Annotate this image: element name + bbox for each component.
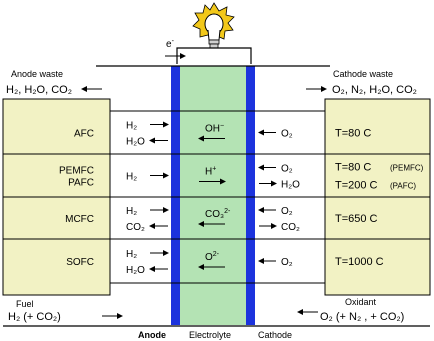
temperature-label: T=1000 C	[335, 256, 384, 268]
temperature-label: T=80 C	[335, 128, 371, 140]
anode-species-label: H₂	[126, 121, 137, 132]
ion-label: O2-	[205, 251, 220, 263]
anode-species-label: H₂	[126, 249, 137, 260]
ion-label: H+	[205, 166, 216, 178]
anode-waste-species: H₂, H₂O, CO₂	[6, 84, 72, 96]
external-circuit-wire	[176, 47, 252, 64]
anode-waste-label: Anode waste	[11, 69, 63, 79]
fuel-species: H₂ (+ CO₂)	[8, 311, 61, 323]
fuel-cell-type-label: AFC	[74, 129, 94, 140]
light-bulb-icon	[192, 2, 235, 49]
anode-species-label: CO₂	[126, 222, 145, 233]
row-separators	[3, 110, 430, 284]
electrolyte-region	[180, 66, 246, 325]
anode-species-label: H₂	[126, 172, 137, 183]
oxidant-label: Oxidant	[345, 297, 377, 307]
fuel-label: Fuel	[16, 299, 34, 309]
ion-label: OH−	[205, 123, 224, 135]
fuel-cell-type-label: PEMFC	[59, 166, 94, 177]
cathode-species-label: O₂	[281, 257, 293, 268]
anode-label: Anode	[138, 330, 166, 340]
cathode-species-label: O₂	[281, 206, 293, 217]
anode-species-label: H₂	[126, 206, 137, 217]
electron-label: e-	[166, 38, 175, 50]
cathode-electrode	[246, 66, 255, 325]
temperature-note: (PAFC)	[390, 182, 416, 191]
cathode-species-label: H₂O	[281, 180, 300, 191]
cathode-label: Cathode	[258, 330, 292, 340]
anode-electrode	[171, 66, 180, 325]
ion-label: CO₃2-	[205, 208, 231, 220]
cathode-waste-label: Cathode waste	[333, 69, 393, 79]
cathode-waste-species: O₂, N₂, H₂O, CO₂	[332, 84, 417, 96]
temperature-label: T=200 C	[335, 180, 378, 192]
cathode-species-label: O₂	[281, 129, 293, 140]
cathode-species-label: CO₂	[281, 222, 300, 233]
fuel-cell-type-label: SOFC	[66, 257, 94, 268]
cathode-species-label: O₂	[281, 164, 293, 175]
fuel-cell-type-label: PAFC	[68, 178, 94, 189]
fuel-cell-type-label: MCFC	[65, 214, 94, 225]
temperature-label: T=650 C	[335, 213, 378, 225]
temperature-note: (PEMFC)	[390, 164, 424, 173]
oxidant-species: O₂ (+ N₂ , + CO₂)	[320, 311, 404, 323]
anode-species-label: H₂O	[126, 137, 145, 148]
electrolyte-label: Electrolyte	[189, 330, 231, 340]
anode-species-label: H₂O	[126, 265, 145, 276]
temperature-label: T=80 C	[335, 162, 371, 174]
